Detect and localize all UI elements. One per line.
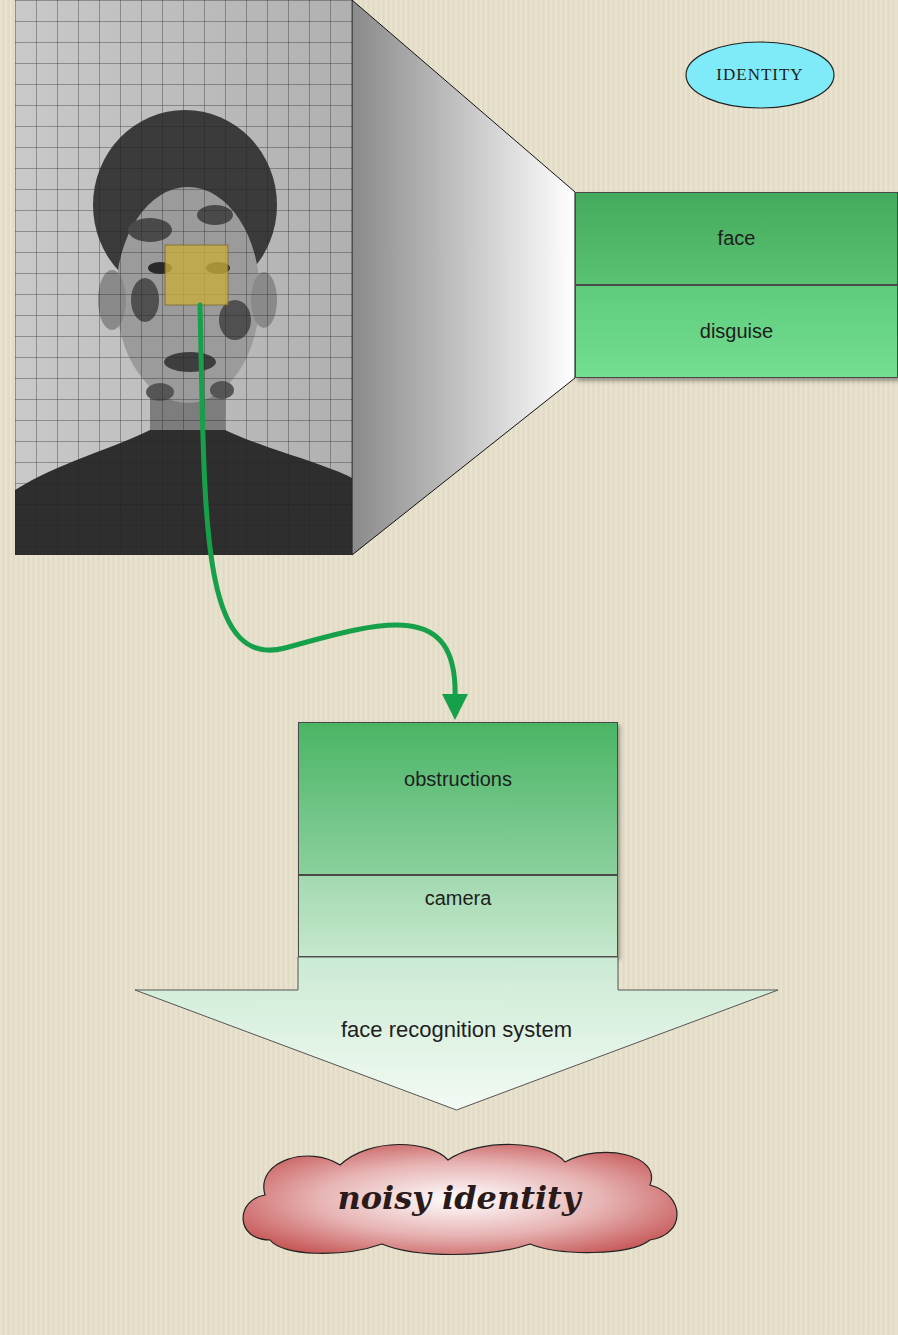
layer-box: obstructions <box>298 722 618 875</box>
layer-box: disguise <box>575 285 898 378</box>
node-label: face recognition system <box>341 1017 572 1043</box>
system-arrow: face recognition system <box>135 957 778 1110</box>
cloud-shape <box>243 1144 677 1254</box>
node-label: face <box>718 227 756 250</box>
node-label: noisy identity <box>338 1179 581 1217</box>
zoom-funnel <box>352 0 575 555</box>
node-label: obstructions <box>404 768 512 791</box>
node-label: IDENTITY <box>716 65 803 85</box>
layer-box: face <box>575 192 898 285</box>
arrow-shape <box>135 957 778 1110</box>
ellipse-shape <box>686 42 834 108</box>
identity-ellipse: IDENTITY <box>685 41 835 109</box>
layer-box: camera <box>298 875 618 957</box>
output-cloud: noisy identity <box>230 1140 688 1255</box>
node-label: disguise <box>700 320 773 343</box>
face-photo <box>15 0 352 555</box>
photo-background <box>15 0 352 555</box>
arrow-head <box>442 694 468 720</box>
pixel-grid <box>15 0 352 555</box>
patch-arrow <box>200 305 455 698</box>
node-label: camera <box>425 887 492 910</box>
highlighted-patch <box>165 245 228 305</box>
